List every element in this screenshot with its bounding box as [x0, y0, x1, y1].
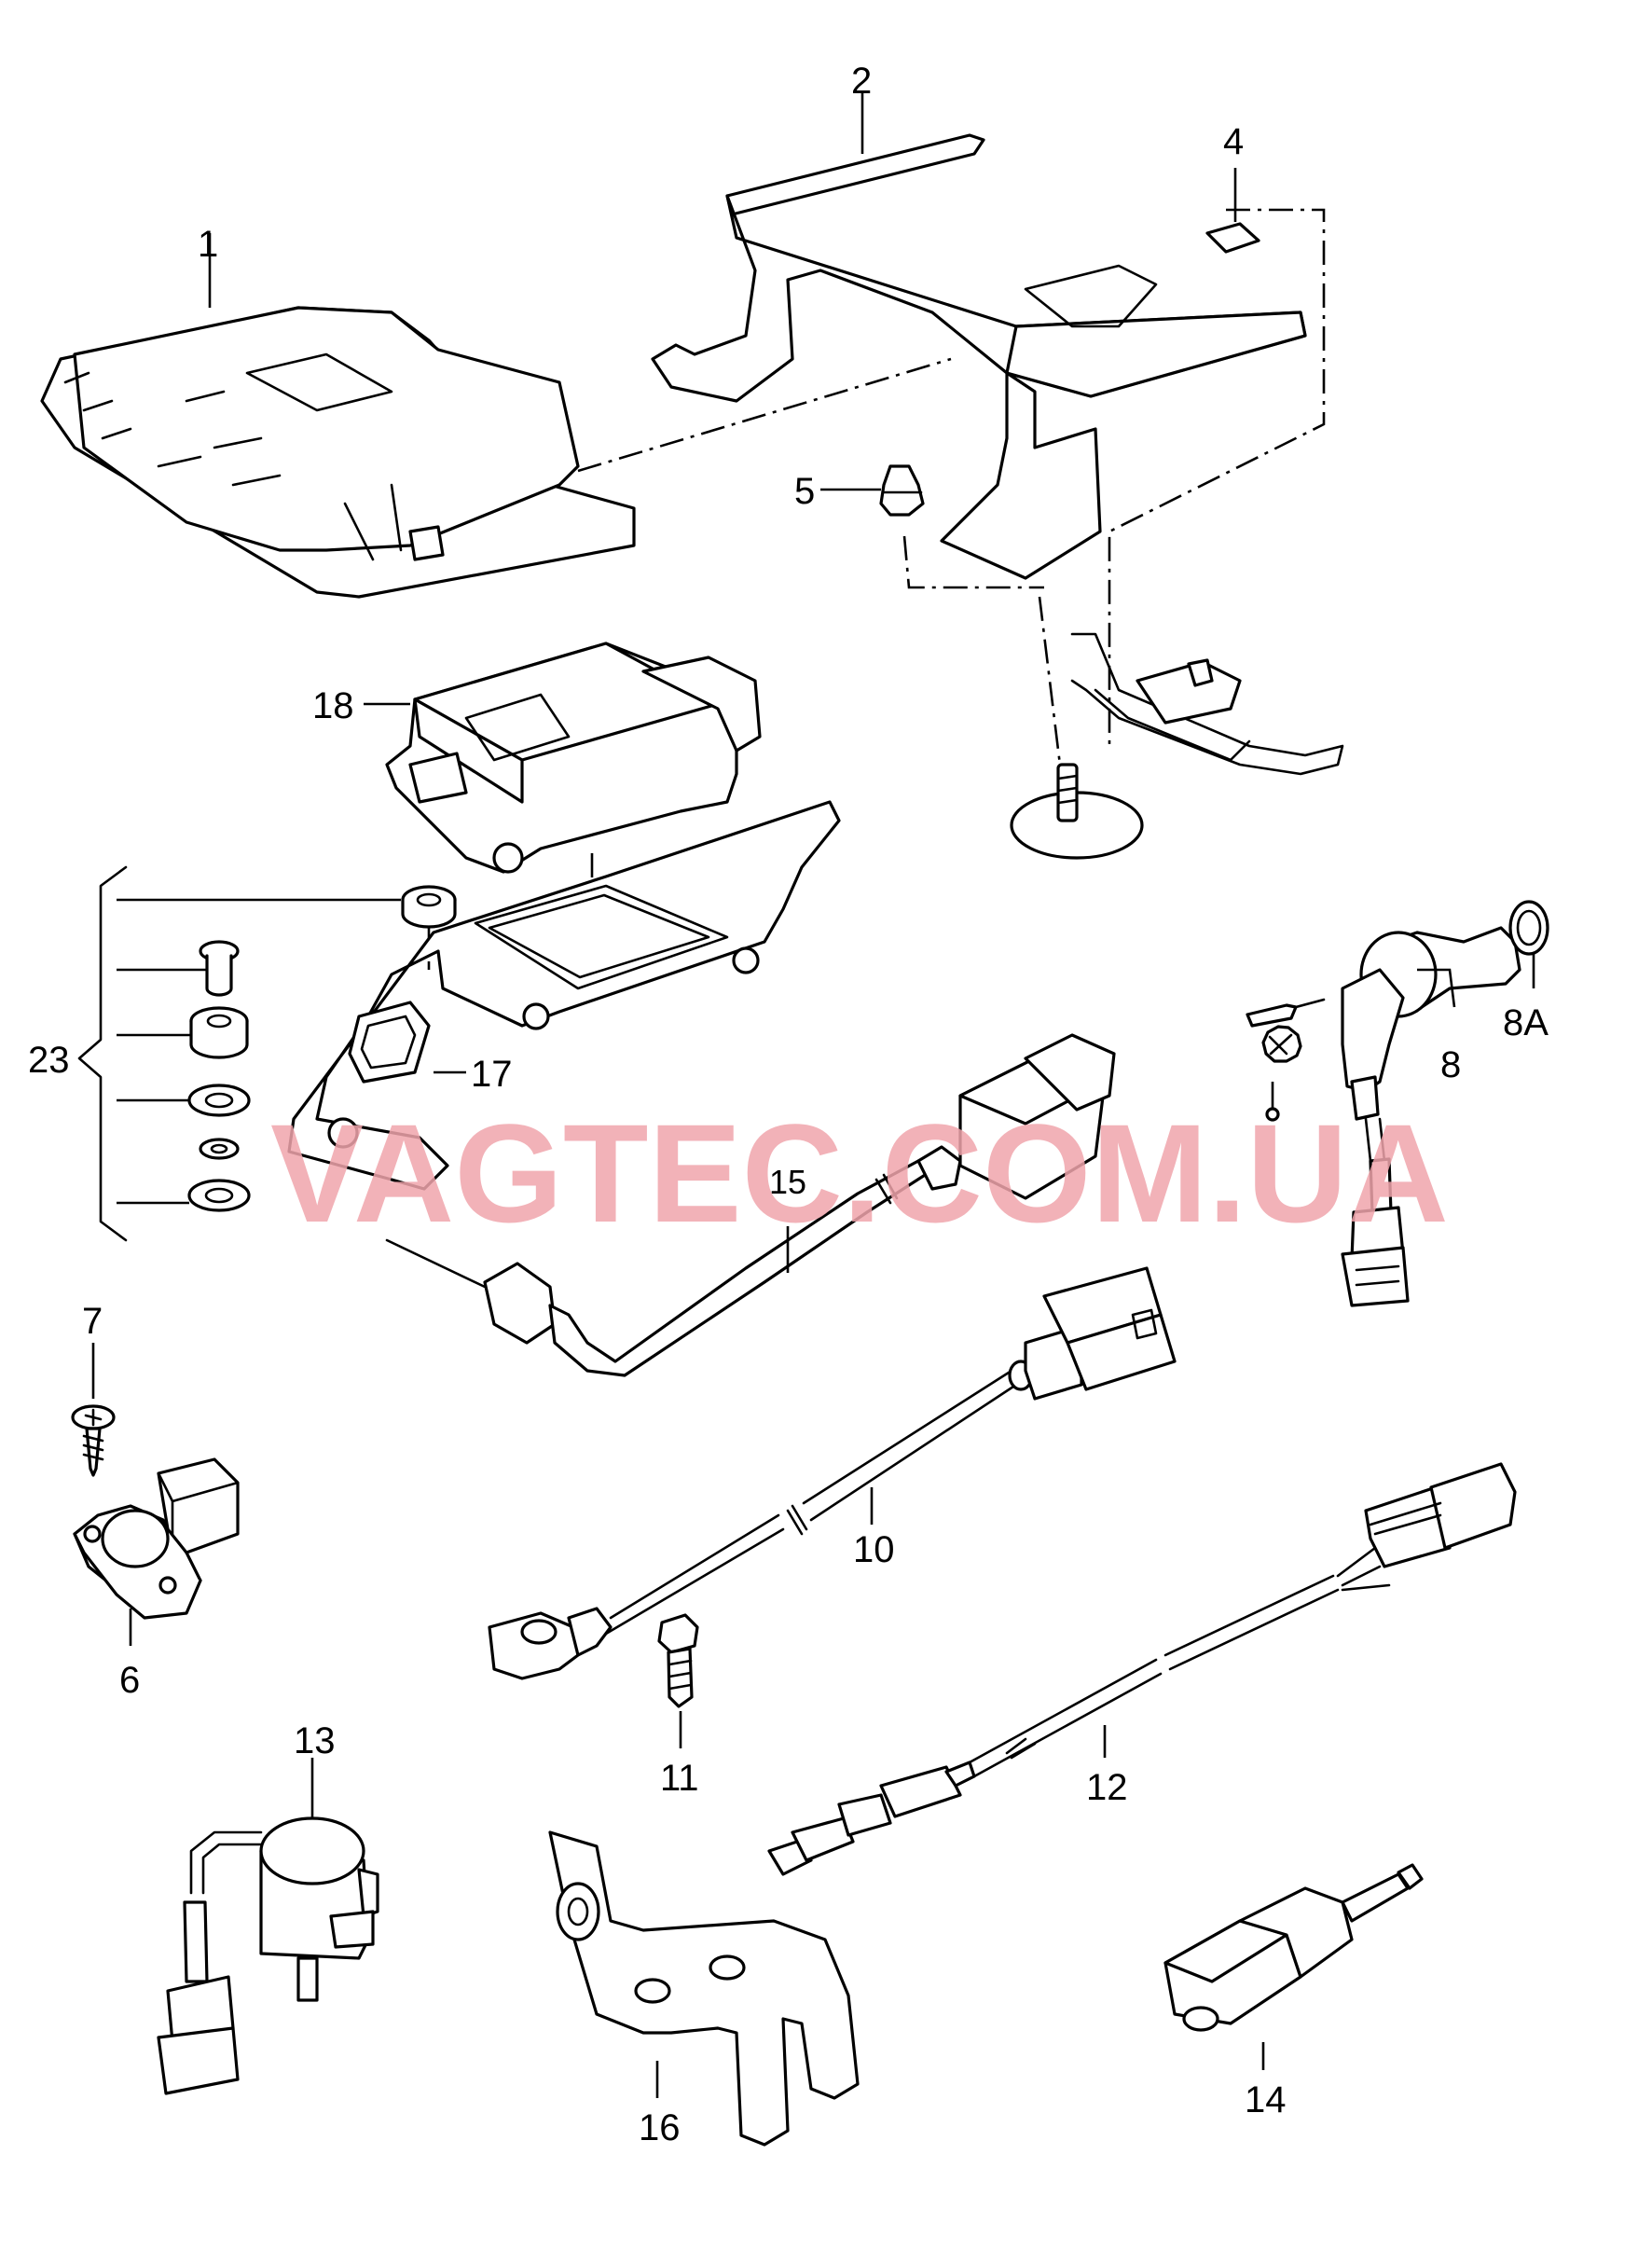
- knock-sensor-part-10: [488, 1266, 1177, 1680]
- lambda-probe-part-12: [767, 1462, 1517, 1876]
- module-part-18: [385, 642, 762, 874]
- label-part-15: 15: [769, 1163, 806, 1201]
- grommet-set-part-23: [187, 885, 457, 1212]
- label-part-23: 23: [28, 1040, 70, 1081]
- label-part-4: 4: [1223, 121, 1244, 162]
- pressure-converter-part-13: [157, 1816, 379, 2095]
- bracket-tray-part-2: [651, 133, 1307, 580]
- control-unit-part-1: [40, 306, 636, 599]
- label-part-13: 13: [294, 1720, 336, 1761]
- speed-sensor-part-8: [1246, 926, 1521, 1307]
- label-part-14: 14: [1245, 2079, 1287, 2120]
- bracket-plate-part-17: [287, 800, 841, 1191]
- label-part-8a: 8A: [1503, 1002, 1549, 1043]
- leader-lines: [91, 93, 1535, 2098]
- bolt-part-11: [657, 1613, 699, 1708]
- switch-part-14: [1163, 1863, 1424, 2032]
- floor-section: [1010, 632, 1344, 860]
- label-part-8: 8: [1440, 1044, 1461, 1085]
- label-part-12: 12: [1086, 1767, 1128, 1808]
- label-part-11: 11: [660, 1758, 699, 1799]
- sensor-part-15: [385, 1033, 1116, 1377]
- label-part-2: 2: [851, 61, 872, 102]
- part-labels: 1 2 4 5 18 17 23 15 8 8A 7 6 10 11 12 13…: [28, 61, 1549, 2148]
- o-ring-part-8a: [1508, 900, 1549, 956]
- label-part-17: 17: [471, 1054, 513, 1095]
- label-part-10: 10: [853, 1529, 895, 1570]
- screw-part-7: [71, 1404, 116, 1477]
- pad-part-4: [1205, 222, 1260, 254]
- nut-part-5: [879, 464, 925, 517]
- sensor-block-part-6: [73, 1457, 240, 1620]
- group-bracket-23: [77, 865, 401, 1242]
- label-part-1: 1: [198, 224, 218, 265]
- bracket-part-16: [548, 1830, 860, 2147]
- label-part-7: 7: [82, 1301, 103, 1342]
- watermark: VAGTEC.COM.UA: [270, 1095, 1449, 1251]
- label-part-6: 6: [119, 1660, 140, 1701]
- label-part-5: 5: [794, 471, 815, 512]
- label-part-16: 16: [639, 2107, 681, 2148]
- label-part-18: 18: [312, 685, 354, 726]
